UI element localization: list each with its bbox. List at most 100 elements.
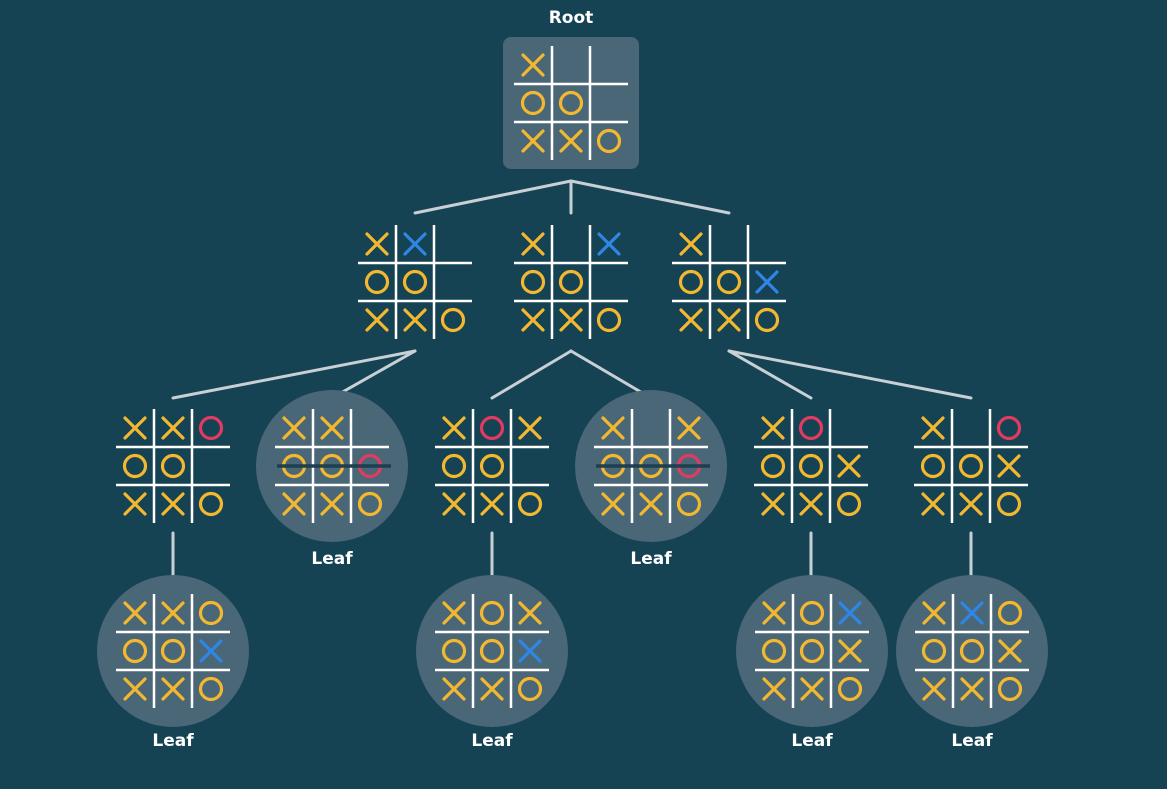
grid-lines	[755, 594, 869, 708]
o-mark-cell-8	[517, 676, 543, 702]
x-mark-cell-0	[921, 416, 945, 440]
x-mark-cell-6	[442, 492, 466, 516]
o-mark-cell-3	[760, 453, 786, 479]
x-mark-cell-1	[320, 416, 344, 440]
edge-root-l1c	[569, 179, 731, 215]
leaf-label-l3-d: Leaf	[951, 731, 993, 751]
x-mark-cell-0	[521, 232, 545, 256]
grid-lines	[915, 594, 1029, 708]
board-l1-a	[358, 225, 472, 339]
grid-lines	[672, 225, 786, 339]
o-mark-cell-1	[798, 415, 824, 441]
o-mark-cell-8	[357, 491, 383, 517]
o-mark-cell-4	[798, 453, 824, 479]
x-mark-cell-1	[161, 601, 185, 625]
x-mark-cell-7	[480, 677, 504, 701]
o-mark-cell-3	[122, 638, 148, 664]
x-mark-cell-0	[365, 232, 389, 256]
board-l2-b1	[435, 409, 549, 523]
o-mark-cell-8	[440, 307, 466, 333]
o-mark-cell-3	[761, 638, 787, 664]
x-mark-cell-0	[762, 601, 786, 625]
leaf-highlight-circle	[416, 575, 568, 727]
x-mark-cell-0	[282, 416, 306, 440]
x-mark-cell-7	[717, 308, 741, 332]
grid-lines	[435, 409, 549, 523]
x-mark-cell-0	[922, 601, 946, 625]
x-mark-cell-6	[442, 677, 466, 701]
board-l3-b	[416, 575, 568, 727]
leaf-label-l3-a: Leaf	[152, 731, 194, 751]
o-mark-cell-3	[678, 269, 704, 295]
o-mark-cell-8	[754, 307, 780, 333]
x-mark-cell-2	[597, 232, 621, 256]
edge-l1c-l2c2	[727, 349, 973, 400]
x-mark-cell-6	[922, 677, 946, 701]
x-mark-cell-1	[403, 232, 427, 256]
board-l3-c	[736, 575, 888, 727]
leaf-label-l3-c: Leaf	[791, 731, 833, 751]
x-mark-cell-5	[997, 454, 1021, 478]
edge-l1b-l2b1	[490, 349, 573, 400]
grid-lines	[116, 409, 230, 523]
o-mark-cell-3	[441, 453, 467, 479]
board-l1-b	[514, 225, 628, 339]
x-mark-cell-1	[960, 601, 984, 625]
x-mark-cell-5	[837, 454, 861, 478]
o-mark-cell-4	[160, 453, 186, 479]
board-root	[503, 37, 639, 169]
o-mark-cell-4	[799, 638, 825, 664]
board-l2-c1	[754, 409, 868, 523]
grid-lines	[435, 594, 549, 708]
x-mark-cell-0	[679, 232, 703, 256]
o-mark-cell-4	[479, 638, 505, 664]
x-mark-cell-6	[762, 677, 786, 701]
o-mark-cell-2	[996, 415, 1022, 441]
leaf-highlight-circle	[736, 575, 888, 727]
x-mark-cell-6	[761, 492, 785, 516]
o-mark-cell-1	[479, 600, 505, 626]
board-l2-c2	[914, 409, 1028, 523]
board-l2-a1	[116, 409, 230, 523]
o-mark-cell-4	[558, 269, 584, 295]
x-mark-cell-7	[960, 677, 984, 701]
x-mark-cell-0	[761, 416, 785, 440]
x-mark-cell-0	[521, 53, 545, 77]
o-mark-cell-8	[996, 491, 1022, 517]
board-l3-a	[97, 575, 249, 727]
x-mark-cell-0	[601, 416, 625, 440]
x-mark-cell-6	[123, 677, 147, 701]
x-mark-cell-6	[521, 129, 545, 153]
o-mark-cell-8	[596, 128, 622, 154]
x-mark-cell-2	[677, 416, 701, 440]
x-mark-cell-2	[518, 416, 542, 440]
o-mark-cell-2	[198, 415, 224, 441]
o-mark-cell-8	[198, 676, 224, 702]
o-mark-cell-4	[958, 453, 984, 479]
o-mark-cell-3	[441, 638, 467, 664]
grid-lines	[358, 225, 472, 339]
o-mark-cell-8	[837, 676, 863, 702]
x-mark-cell-6	[282, 492, 306, 516]
o-mark-cell-4	[160, 638, 186, 664]
x-mark-cell-7	[799, 492, 823, 516]
o-mark-cell-2	[997, 600, 1023, 626]
o-mark-cell-3	[520, 90, 546, 116]
x-mark-cell-6	[365, 308, 389, 332]
o-mark-cell-8	[198, 491, 224, 517]
board-l1-c	[672, 225, 786, 339]
x-mark-cell-2	[838, 601, 862, 625]
board-l2-a2	[256, 390, 408, 542]
o-mark-cell-8	[997, 676, 1023, 702]
o-mark-cell-8	[676, 491, 702, 517]
x-mark-cell-0	[442, 601, 466, 625]
o-mark-cell-8	[596, 307, 622, 333]
edge-l1c-l2c1	[727, 349, 813, 400]
o-mark-cell-3	[364, 269, 390, 295]
leaf-label-l2-b2: Leaf	[630, 549, 672, 569]
x-mark-cell-0	[123, 416, 147, 440]
edge-l1a-l2a2	[330, 349, 417, 400]
leaf-label-l2-a2: Leaf	[311, 549, 353, 569]
root-label: Root	[548, 8, 594, 28]
